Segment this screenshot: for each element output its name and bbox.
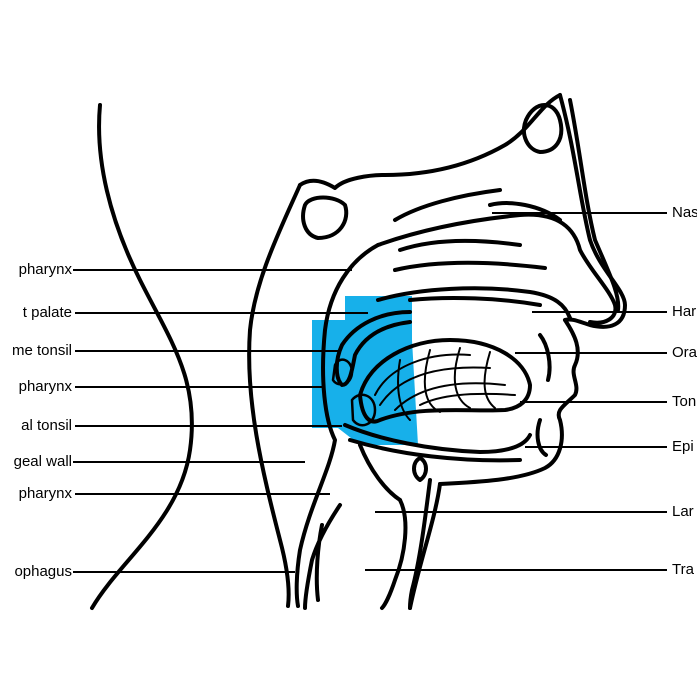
label-tongue: Ton [672,393,697,410]
highlighted-oropharynx-region [312,296,418,445]
lingual-tonsil [350,393,377,427]
head-back-outline [90,103,194,610]
label-nasopharynx: pharynx [18,261,72,278]
posterior-pharyngeal-wall [247,183,302,608]
label-pharyngeal-wall: geal wall [13,453,72,470]
label-oral-cavity: Ora [672,344,697,361]
leader-lines [73,212,667,573]
label-laryngopharynx: pharynx [18,485,72,502]
nose-outline [558,93,627,329]
label-esophagus: ophagus [14,563,72,580]
lips [438,318,580,486]
nasal-cavity [376,212,618,325]
larynx [380,478,432,610]
label-oropharynx: pharynx [18,378,72,395]
label-nasal-cavity: Nas [672,204,697,221]
oral-floor [343,423,532,463]
label-epiglottis: Epi [672,438,694,455]
tongue [358,338,532,424]
label-larynx: Lar [672,503,694,520]
palatine-tonsil [331,358,354,386]
label-trachea: Tra [672,561,694,578]
label-palatine-tonsil: me tonsil [11,342,72,359]
label-soft-palate: t palate [22,304,72,321]
label-lingual-tonsil: al tonsil [21,417,72,434]
neck-front [408,482,442,610]
skull-base [298,93,562,190]
label-hard-palate: Har [672,303,697,320]
epiglottis [358,443,428,502]
hard-palate [376,286,572,320]
